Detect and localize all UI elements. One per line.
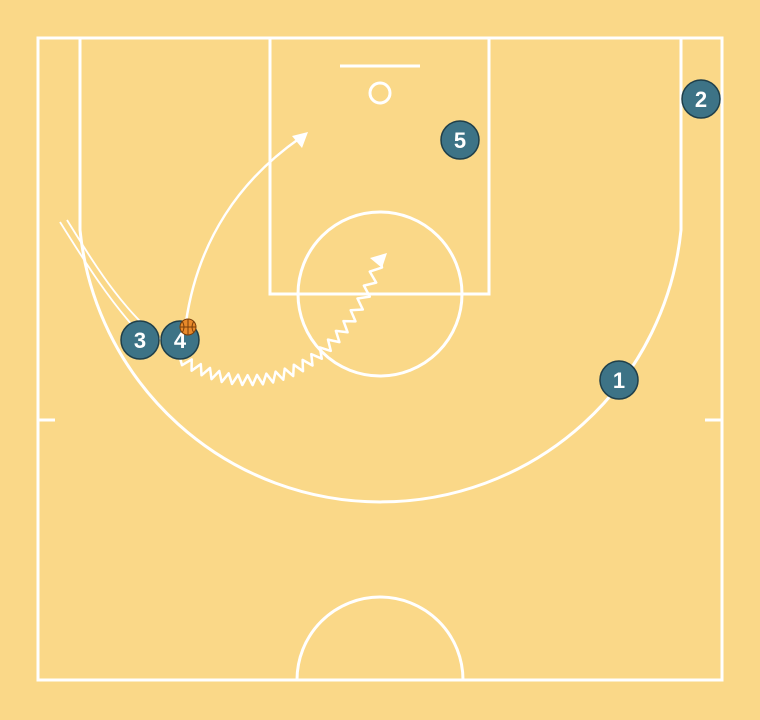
cut-path (184, 136, 301, 323)
player-2[interactable]: 2 (681, 79, 721, 119)
player-5-label: 5 (454, 128, 466, 153)
player-3-marker (120, 320, 160, 360)
rim (368, 81, 392, 105)
player-1[interactable]: 1 (599, 360, 639, 400)
player-1-label: 1 (613, 368, 625, 393)
free-throw-circle (296, 210, 464, 378)
player-5[interactable]: 5 (440, 120, 480, 160)
basketball-icon (179, 318, 197, 336)
cut-arrowhead (292, 132, 308, 148)
player-3-label: 3 (134, 328, 146, 353)
three-point-line (78, 38, 683, 504)
dribble-arrowhead (370, 253, 387, 268)
center-circle (295, 595, 465, 681)
player-5-marker (440, 120, 480, 160)
player-2-label: 2 (695, 87, 707, 112)
player-1-marker (599, 360, 639, 400)
paint-lane (268, 36, 491, 296)
player-2-marker (681, 79, 721, 119)
ball-seam-left (181, 320, 185, 334)
dribble-path (178, 257, 384, 387)
ball-seam-right (191, 320, 195, 334)
player-3[interactable]: 3 (120, 320, 160, 360)
